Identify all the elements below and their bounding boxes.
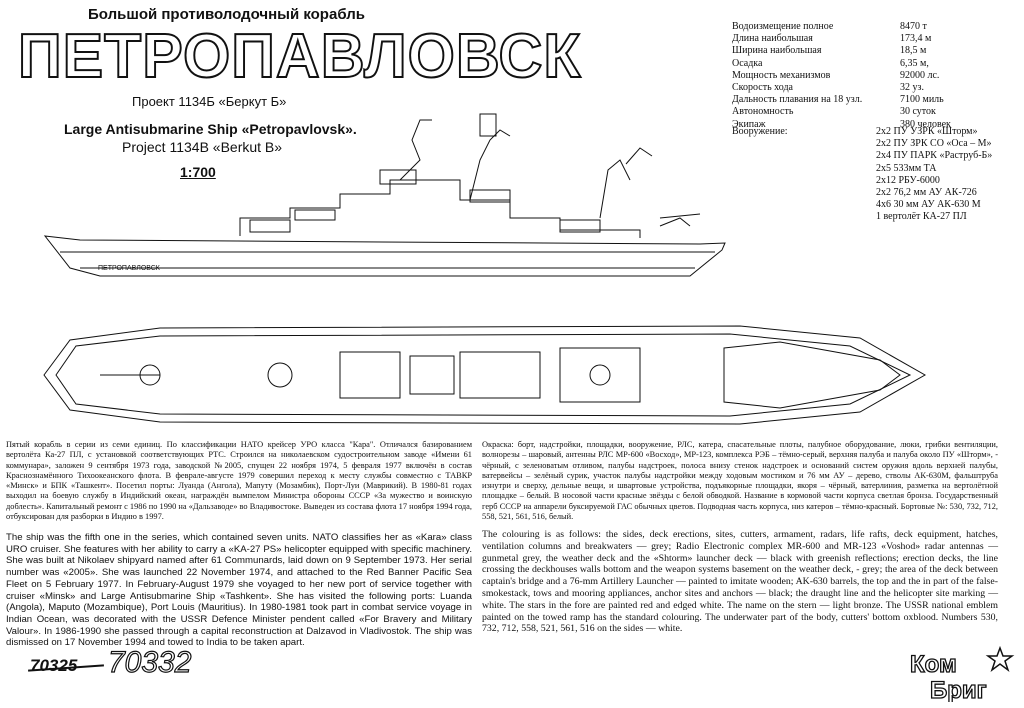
- armament-item: 1 вертолёт КА-27 ПЛ: [876, 211, 967, 223]
- hull-name-marking: ПЕТРОПАВЛОВСК: [98, 265, 161, 272]
- armament-item: 2х2 ПУ ЗРК СО «Оса – М»: [876, 138, 992, 150]
- spec-label: Ширина наибольшая: [732, 45, 822, 57]
- armament-item: 2х2 ПУ УЗРК «Шторм»: [876, 126, 978, 137]
- colouring-en: The colouring is as follows: the sides, …: [482, 529, 998, 635]
- spec-label: Водоизмещение полное: [732, 21, 834, 32]
- spec-value: 92000 лс.: [900, 69, 940, 81]
- spec-label: Автономность: [732, 106, 794, 118]
- logo-text-top: Ком: [910, 651, 957, 678]
- star-icon: [985, 645, 1015, 673]
- armament-item: 2х12 РБУ-6000: [876, 174, 940, 186]
- page-title-ru: ПЕТРОПАВЛОВСК: [17, 22, 582, 91]
- colouring-ru: Окраска: борт, надстройки, площадки, воо…: [482, 440, 998, 522]
- armament-item: 2х5 533мм ТА: [876, 162, 937, 174]
- armament-item: 2х4 ПУ ПАРК «Раструб-Б»: [876, 150, 993, 162]
- page-title-en: Large Antisubmarine Ship «Petropavlovsk»…: [64, 121, 357, 137]
- spec-label: Скорость хода: [732, 82, 793, 94]
- ship-side-profile: ПЕТРОПАВЛОВСК: [43, 113, 726, 277]
- history-en: The ship was the fifth one in the series…: [6, 532, 472, 649]
- subtitle-ru: Большой противолодочный корабль: [88, 6, 365, 23]
- kombrig-logo: Ком Бриг: [906, 645, 1018, 707]
- ship-top-view: [43, 325, 927, 425]
- spec-label: Длина наибольшая: [732, 33, 813, 45]
- logo-text-bottom: Бриг: [930, 677, 987, 702]
- project-en: Project 1134B «Berkut B»: [122, 139, 283, 155]
- spec-value: 380 человек: [900, 118, 951, 130]
- spec-value: 32 уз.: [900, 82, 924, 94]
- product-code-new: 70332: [107, 645, 192, 679]
- history-ru: Пятый корабль в серии из семи единиц. По…: [6, 440, 472, 522]
- spec-value: 30 суток: [900, 106, 936, 118]
- armament-label: Вооружение:: [732, 126, 788, 137]
- spec-value: 8470 т: [900, 21, 927, 32]
- spec-label: Мощность механизмов: [732, 69, 831, 81]
- armament-item: 4х6 30 мм АУ АК-630 М: [876, 199, 981, 211]
- spec-value: 18,5 м: [900, 45, 927, 57]
- armament-list: 2х2 ПУ УЗРК «Шторм»2х2 ПУ ЗРК СО «Оса – …: [876, 126, 992, 224]
- spec-value: 6,35 м,: [900, 57, 929, 69]
- armament-item: 2х2 76,2 мм АУ АК-726: [876, 187, 977, 199]
- scale-label: 1:700: [180, 164, 216, 180]
- spec-value: 173,4 м: [900, 33, 932, 45]
- spec-label: Дальность плавания на 18 узл.: [732, 94, 863, 106]
- project-ru: Проект 1134Б «Беркут Б»: [132, 94, 287, 109]
- spec-label: Экипаж: [732, 118, 766, 130]
- spec-label: Осадка: [732, 57, 763, 69]
- spec-value: 7100 миль: [900, 94, 944, 106]
